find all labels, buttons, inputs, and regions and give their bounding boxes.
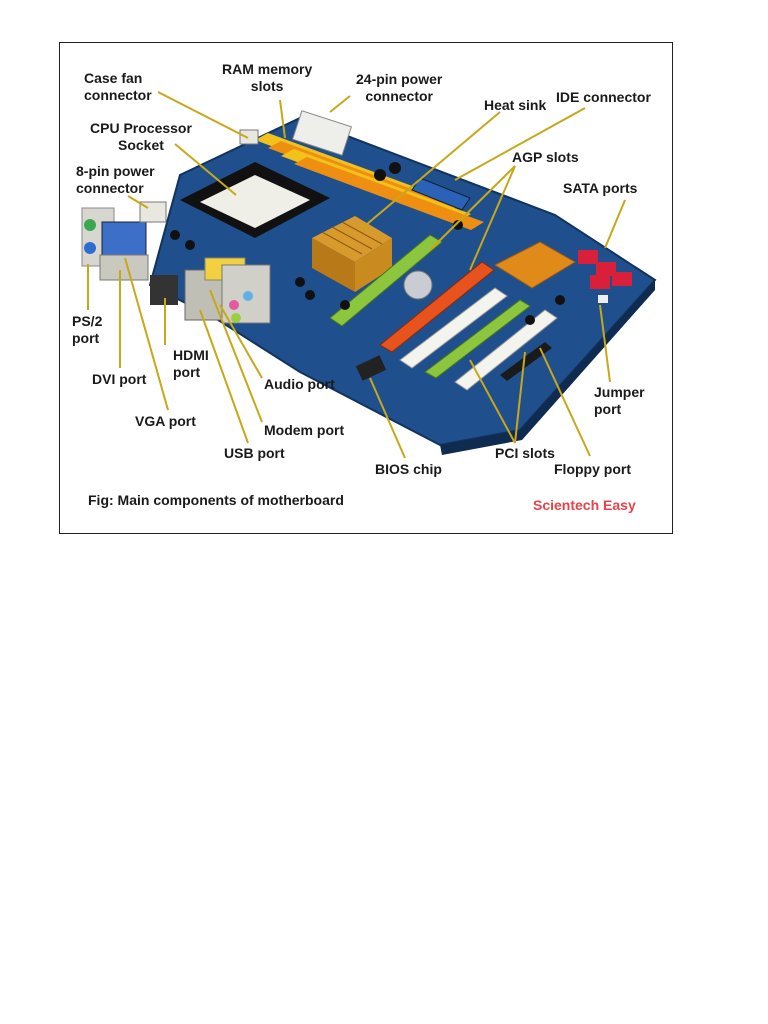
label-agp: AGP slots bbox=[512, 149, 579, 165]
label-pci: PCI slots bbox=[495, 445, 555, 461]
leader-lines bbox=[87, 91, 626, 459]
label-heat-sink: Heat sink bbox=[484, 97, 547, 113]
label-24pin: 24-pin power connector bbox=[356, 71, 443, 104]
heat-sink-shape bbox=[312, 216, 392, 292]
label-cpu-socket: CPU Processor Socket bbox=[90, 120, 192, 153]
pin24-connector bbox=[292, 110, 352, 156]
case-fan-connector-shape bbox=[239, 129, 259, 145]
pci-slot-2 bbox=[454, 309, 558, 391]
figure-caption: Fig: Main components of motherboard bbox=[88, 492, 344, 508]
agp-slot-orange bbox=[379, 261, 495, 353]
ram-slots-shape bbox=[255, 133, 484, 230]
pci-green-slot bbox=[424, 299, 531, 379]
jumper-shape bbox=[598, 295, 608, 303]
bios-chip-shape bbox=[355, 355, 387, 381]
cpu-socket-shape bbox=[180, 162, 330, 238]
label-audio: Audio port bbox=[264, 376, 335, 392]
label-jumper: Jumper port bbox=[594, 384, 645, 417]
brand-watermark: Scientech Easy bbox=[533, 497, 636, 513]
label-hdmi: HDMI port bbox=[173, 347, 209, 380]
label-8pin: 8-pin power connector bbox=[76, 163, 155, 196]
label-case-fan: Case fan connector bbox=[84, 70, 152, 103]
label-ram-slots: RAM memory slots bbox=[222, 61, 313, 94]
label-ide: IDE connector bbox=[556, 89, 651, 105]
ide-connector-shape bbox=[411, 177, 471, 211]
capacitors bbox=[170, 162, 565, 325]
label-vga: VGA port bbox=[135, 413, 196, 429]
label-usb: USB port bbox=[224, 445, 285, 461]
pci-slot-1 bbox=[399, 287, 508, 369]
label-floppy: Floppy port bbox=[554, 461, 631, 477]
agp-slot-green bbox=[329, 234, 443, 327]
label-modem: Modem port bbox=[264, 422, 345, 438]
floppy-connector-shape bbox=[500, 342, 552, 381]
label-bios: BIOS chip bbox=[375, 461, 442, 477]
cmos-battery bbox=[403, 270, 433, 300]
chipset-heatsink bbox=[493, 241, 576, 289]
label-dvi: DVI port bbox=[92, 371, 147, 387]
sata-ports-shape bbox=[578, 250, 632, 289]
label-sata: SATA ports bbox=[563, 180, 638, 196]
label-ps2: PS/2 port bbox=[72, 313, 103, 346]
